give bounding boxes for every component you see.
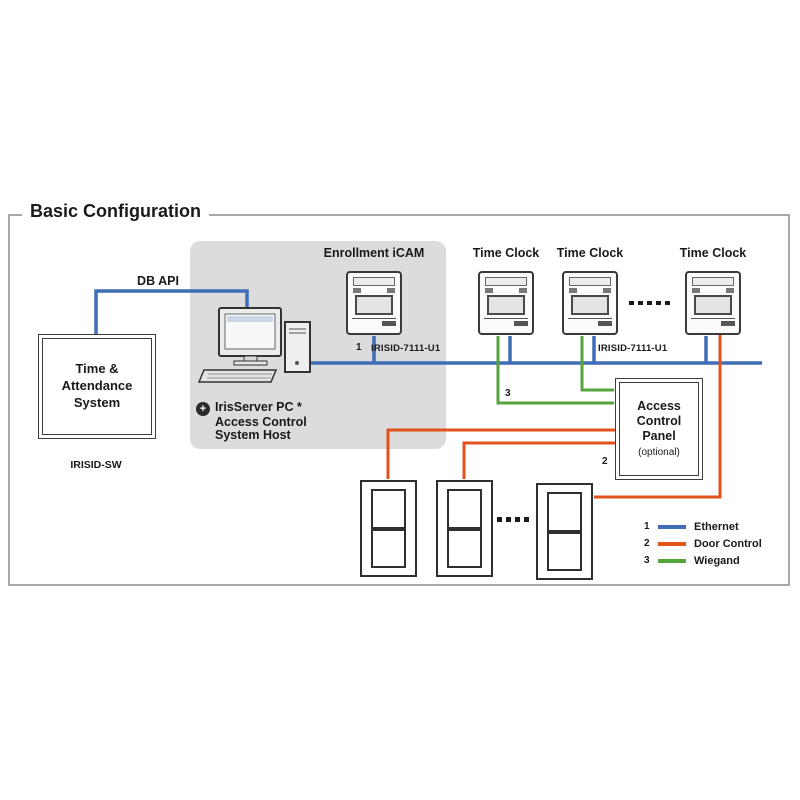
device-sensors — [484, 288, 528, 293]
access-control-panel-inner: Access Control Panel (optional) — [619, 382, 699, 476]
plus-icon: + — [196, 402, 210, 416]
legend: 1 Ethernet 2 Door Control 3 Wiegand — [644, 518, 762, 569]
time-clock-device-3 — [685, 271, 741, 335]
device-sensors — [352, 288, 396, 293]
device-screen — [571, 295, 609, 315]
device-sensor-icon — [726, 288, 734, 293]
device-brand-mark — [721, 321, 735, 326]
time-attendance-system-inner: Time & Attendance System — [42, 338, 152, 435]
pc-keyboard — [197, 369, 278, 383]
device-mirror — [692, 277, 734, 286]
device-sensor-icon — [569, 288, 577, 293]
pc-power-button — [295, 361, 299, 365]
door-control-line-3 — [594, 335, 722, 499]
door-panel — [447, 489, 482, 529]
legend-row-door-control: 2 Door Control — [644, 535, 762, 552]
device-mirror — [485, 277, 527, 286]
device-sensor-icon — [387, 288, 395, 293]
diagram-frame — [8, 214, 790, 586]
device-footer — [691, 318, 735, 326]
door-control-line-1 — [386, 428, 616, 479]
wiegand-line-timeclock-2 — [580, 336, 614, 392]
time-clock-label-1: Time Clock — [472, 246, 540, 260]
device-footer — [568, 318, 612, 326]
ellipsis-doors — [497, 517, 530, 522]
device-footer — [352, 318, 396, 326]
irisid-model-label-left: IRISID-7111-U1 — [371, 343, 441, 354]
time-attendance-line-3: System — [73, 394, 121, 410]
device-sensor-icon — [603, 288, 611, 293]
irisserver-pc-label: IrisServer PC * — [215, 400, 302, 414]
legend-num-wiegand: 3 — [644, 555, 650, 566]
door-3 — [536, 483, 593, 580]
legend-label-door-control: Door Control — [694, 537, 762, 550]
acp-line-1: Access — [637, 399, 681, 413]
pc-monitor-base — [233, 360, 268, 366]
device-screen — [487, 295, 525, 315]
ellipsis-time-clocks — [629, 301, 673, 305]
door-1 — [360, 480, 417, 577]
time-attendance-line-1: Time & — [75, 361, 119, 377]
time-attendance-system-box: Time & Attendance System — [38, 334, 156, 439]
legend-num-ethernet: 1 — [644, 521, 650, 532]
ethernet-marker: 1 — [356, 342, 362, 353]
device-mirror — [353, 277, 395, 286]
door-control-line-2 — [462, 441, 616, 479]
door-panel — [547, 531, 582, 571]
legend-line-ethernet — [658, 524, 686, 529]
diagram-title: Basic Configuration — [22, 201, 210, 222]
irisid-model-label-right: IRISID-7111-U1 — [598, 343, 668, 354]
device-screen — [355, 295, 393, 315]
acp-line-3: Panel — [642, 429, 676, 443]
legend-label-ethernet: Ethernet — [694, 520, 739, 533]
server-pc-illustration — [197, 307, 311, 383]
acp-optional-label: (optional) — [638, 447, 680, 458]
device-sensors — [568, 288, 612, 293]
time-clock-device-2 — [562, 271, 618, 335]
legend-row-wiegand: 3 Wiegand — [644, 552, 762, 569]
ethernet-line-dbapi — [94, 289, 249, 335]
time-clock-device-1 — [478, 271, 534, 335]
legend-label-wiegand: Wiegand — [694, 554, 740, 567]
irisid-sw-caption: IRISID-SW — [70, 459, 122, 471]
legend-row-ethernet: 1 Ethernet — [644, 518, 762, 535]
door-panel — [371, 528, 406, 568]
device-brand-mark — [514, 321, 528, 326]
enrollment-icam-label: Enrollment iCAM — [323, 246, 425, 260]
device-screen — [694, 295, 732, 315]
legend-line-door-control — [658, 541, 686, 546]
access-control-panel-box: Access Control Panel (optional) — [615, 378, 703, 480]
door-control-marker: 2 — [602, 456, 608, 467]
time-clock-label-3: Time Clock — [679, 246, 747, 260]
legend-num-door-control: 2 — [644, 538, 650, 549]
pc-screen-header — [227, 316, 273, 322]
access-control-host-label-1: Access Control — [215, 415, 307, 429]
device-brand-mark — [598, 321, 612, 326]
pc-monitor-stand — [243, 355, 258, 362]
wiegand-marker: 3 — [505, 388, 511, 399]
device-brand-mark — [382, 321, 396, 326]
device-sensor-icon — [519, 288, 527, 293]
db-api-label: DB API — [137, 274, 179, 288]
access-control-host-label-2: System Host — [215, 428, 291, 442]
acp-line-2: Control — [636, 414, 682, 428]
device-sensor-icon — [485, 288, 493, 293]
device-sensors — [691, 288, 735, 293]
time-clock-label-2: Time Clock — [556, 246, 624, 260]
device-sensor-icon — [353, 288, 361, 293]
door-panel — [371, 489, 406, 529]
wiegand-line-timeclock-1 — [496, 336, 614, 405]
door-panel — [447, 528, 482, 568]
device-mirror — [569, 277, 611, 286]
door-2 — [436, 480, 493, 577]
device-sensor-icon — [692, 288, 700, 293]
device-footer — [484, 318, 528, 326]
door-panel — [547, 492, 582, 532]
enrollment-icam-device — [346, 271, 402, 335]
legend-line-wiegand — [658, 558, 686, 563]
time-attendance-line-2: Attendance — [61, 378, 133, 394]
